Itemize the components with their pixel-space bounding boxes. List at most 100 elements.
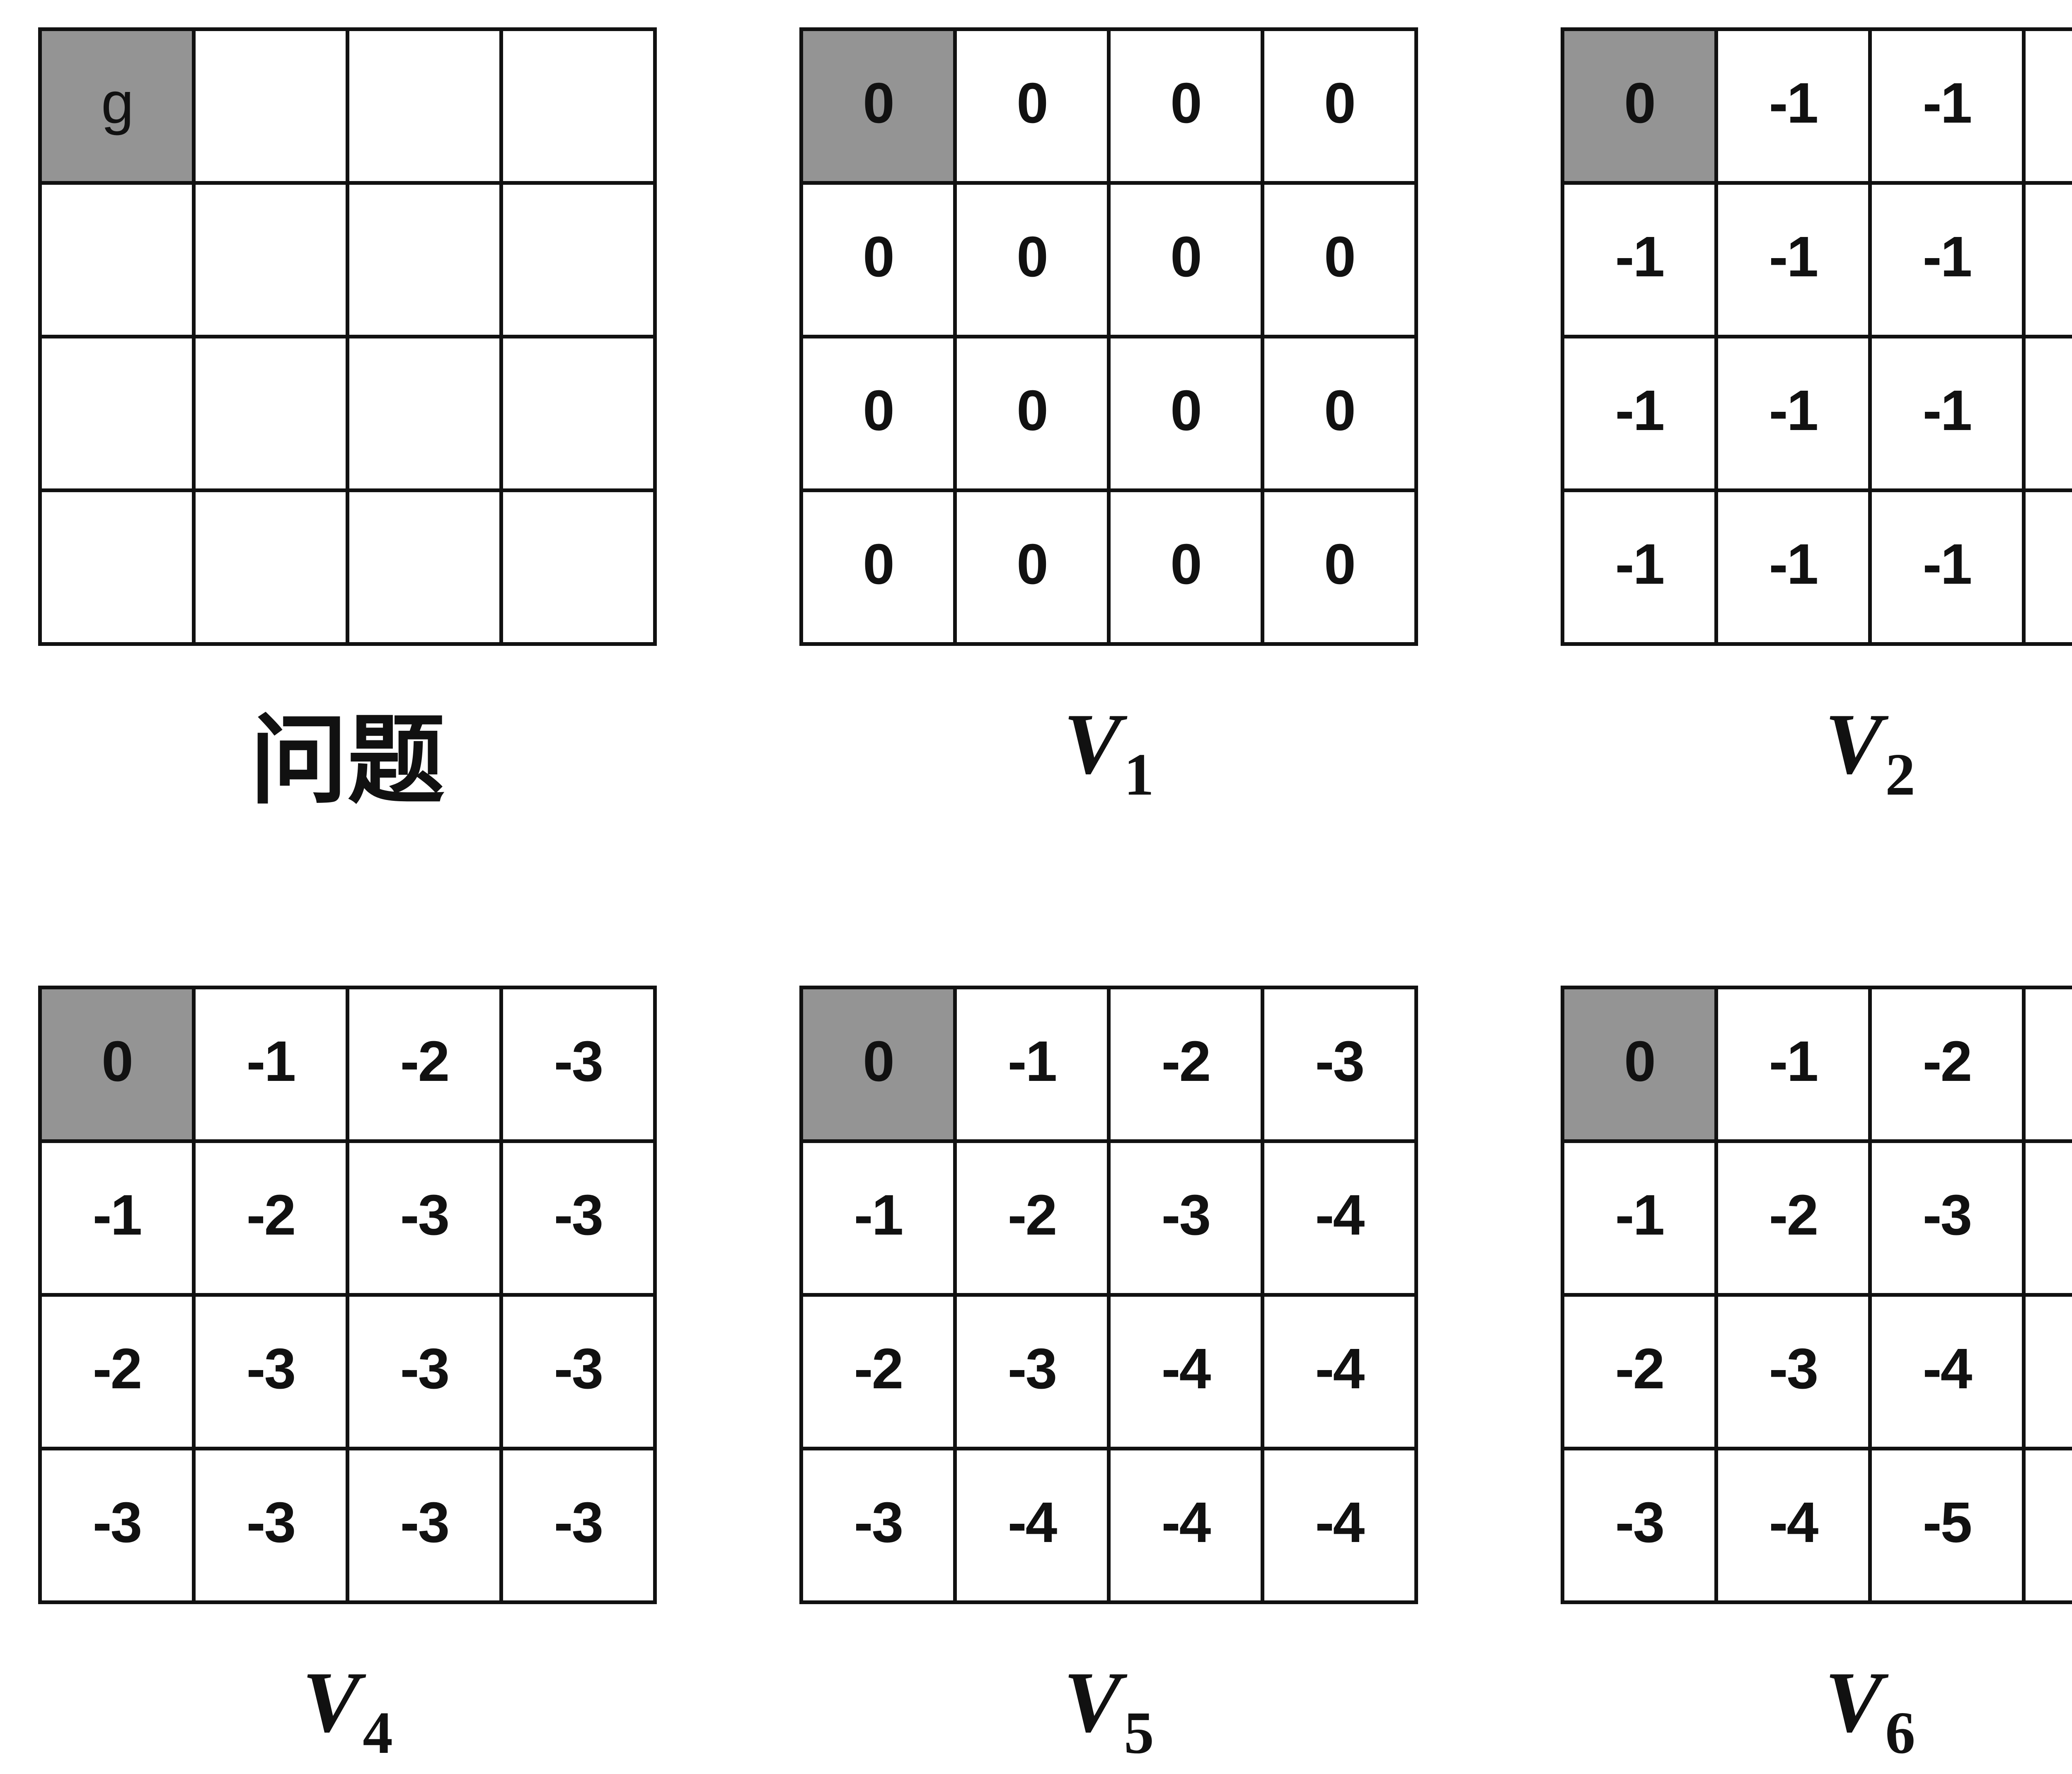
value-grid-V5: 0-1-2-3-1-2-3-4-2-3-4-4-3-4-4-4 — [799, 986, 1418, 1604]
grid-label-problem: 问题 — [250, 687, 445, 816]
grid-label-V4: V4 — [302, 1646, 393, 1774]
grid-label-symbol: V1 — [1063, 696, 1154, 808]
grid-cell-V6-r3c1: -4 — [1718, 1450, 1868, 1600]
grid-cell-V4-r1c0: -1 — [42, 1143, 192, 1293]
grid-label-subscript: 2 — [1885, 741, 1915, 808]
value-grid-V6: 0-1-2-3-1-2-3-4-2-3-4-5-3-4-5-5 — [1561, 986, 2072, 1604]
value-grid-V2: 0-1-1-1-1-1-1-1-1-1-1-1-1-1-1-1 — [1561, 27, 2072, 646]
grid-cell-V6-r0c3: -3 — [2026, 989, 2072, 1139]
grid-cell-V5-r1c3: -4 — [1264, 1143, 1414, 1293]
grid-label-symbol: V2 — [1825, 696, 1915, 808]
grid-cell-problem-r3c2 — [349, 492, 499, 642]
grid-cell-problem-r2c0 — [42, 338, 192, 488]
grid-cell-V4-r1c3: -3 — [503, 1143, 653, 1293]
grid-cell-V2-r2c3: -1 — [2026, 338, 2072, 488]
grid-cell-V1-r2c3: 0 — [1264, 338, 1414, 488]
grid-cell-V2-r1c3: -1 — [2026, 185, 2072, 335]
grid-cell-V5-r2c0: -2 — [803, 1297, 953, 1447]
grid-cell-V1-r2c0: 0 — [803, 338, 953, 488]
grid-cell-V1-r3c3: 0 — [1264, 492, 1414, 642]
grid-cell-V4-r0c3: -3 — [503, 989, 653, 1139]
grid-cell-V4-r0c1: -1 — [196, 989, 346, 1139]
grid-cell-V6-r1c1: -2 — [1718, 1143, 1868, 1293]
grid-cell-V6-r2c2: -4 — [1872, 1297, 2022, 1447]
grid-cell-V2-r3c1: -1 — [1718, 492, 1868, 642]
grid-cell-V2-r1c0: -1 — [1564, 185, 1714, 335]
grid-cell-V5-r0c3: -3 — [1264, 989, 1414, 1139]
grid-cell-V5-r3c0: -3 — [803, 1450, 953, 1600]
grid-label-subscript: 4 — [363, 1699, 393, 1766]
grid-cell-V6-r2c1: -3 — [1718, 1297, 1868, 1447]
grid-cell-V4-r2c3: -3 — [503, 1297, 653, 1447]
grid-cell-V4-r1c2: -3 — [349, 1143, 499, 1293]
grid-cell-V6-r2c0: -2 — [1564, 1297, 1714, 1447]
grid-label-V5: V5 — [1063, 1646, 1154, 1774]
grid-cell-V1-r2c2: 0 — [1111, 338, 1261, 488]
grid-panel-V6: 0-1-2-3-1-2-3-4-2-3-4-5-3-4-5-5V6 — [1561, 986, 2072, 1774]
grid-cell-V5-r1c0: -1 — [803, 1143, 953, 1293]
grid-cell-V4-r0c2: -2 — [349, 989, 499, 1139]
grid-cell-V1-r1c2: 0 — [1111, 185, 1261, 335]
grid-label-symbol: V4 — [302, 1654, 393, 1766]
grid-cell-V2-r0c3: -1 — [2026, 31, 2072, 181]
grid-cell-V5-r1c1: -2 — [957, 1143, 1107, 1293]
grid-label-symbol: V5 — [1063, 1654, 1154, 1766]
grid-cell-problem-r3c1 — [196, 492, 346, 642]
goal-cell-V1: 0 — [803, 31, 953, 181]
grid-cell-problem-r0c1 — [196, 31, 346, 181]
grid-cell-V2-r1c2: -1 — [1872, 185, 2022, 335]
grid-cell-problem-r2c2 — [349, 338, 499, 488]
grid-cell-V1-r2c1: 0 — [957, 338, 1107, 488]
grid-cell-V1-r0c2: 0 — [1111, 31, 1261, 181]
grid-cell-V1-r3c1: 0 — [957, 492, 1107, 642]
grid-cell-V1-r3c2: 0 — [1111, 492, 1261, 642]
grid-cell-V2-r3c3: -1 — [2026, 492, 2072, 642]
goal-cell-V4: 0 — [42, 989, 192, 1139]
goal-cell-V6: 0 — [1564, 989, 1714, 1139]
grid-cell-problem-r1c1 — [196, 185, 346, 335]
grid-label-text: 问题 — [250, 707, 445, 815]
grid-cell-V2-r2c0: -1 — [1564, 338, 1714, 488]
grid-cell-V6-r1c2: -3 — [1872, 1143, 2022, 1293]
grid-cell-problem-r2c1 — [196, 338, 346, 488]
grid-cell-V5-r2c3: -4 — [1264, 1297, 1414, 1447]
grid-cell-V6-r1c0: -1 — [1564, 1143, 1714, 1293]
grid-label-subscript: 1 — [1124, 741, 1154, 808]
grid-cell-problem-r1c0 — [42, 185, 192, 335]
goal-cell-V2: 0 — [1564, 31, 1714, 181]
grid-cell-V1-r1c0: 0 — [803, 185, 953, 335]
grid-cell-problem-r3c0 — [42, 492, 192, 642]
grid-cell-V5-r0c1: -1 — [957, 989, 1107, 1139]
grid-cell-V1-r1c1: 0 — [957, 185, 1107, 335]
grid-cell-problem-r3c3 — [503, 492, 653, 642]
grid-cell-V5-r2c1: -3 — [957, 1297, 1107, 1447]
grid-cell-V5-r3c1: -4 — [957, 1450, 1107, 1600]
grid-panel-V2: 0-1-1-1-1-1-1-1-1-1-1-1-1-1-1-1V2 — [1561, 27, 2072, 816]
grid-cell-V2-r3c0: -1 — [1564, 492, 1714, 642]
grid-label-subscript: 6 — [1885, 1699, 1915, 1766]
grid-cell-V6-r3c2: -5 — [1872, 1450, 2022, 1600]
grid-cell-V1-r0c1: 0 — [957, 31, 1107, 181]
value-grid-problem: g — [38, 27, 657, 646]
grid-cell-V1-r3c0: 0 — [803, 492, 953, 642]
grid-cell-V4-r3c3: -3 — [503, 1450, 653, 1600]
grid-cell-V5-r3c3: -4 — [1264, 1450, 1414, 1600]
grid-cell-V1-r1c3: 0 — [1264, 185, 1414, 335]
grid-cell-problem-r0c3 — [503, 31, 653, 181]
grid-cell-V2-r2c2: -1 — [1872, 338, 2022, 488]
goal-cell-V5: 0 — [803, 989, 953, 1139]
grid-label-symbol: V6 — [1825, 1654, 1915, 1766]
grid-cell-V1-r0c3: 0 — [1264, 31, 1414, 181]
grid-cell-V6-r0c2: -2 — [1872, 989, 2022, 1139]
grid-cell-V4-r1c1: -2 — [196, 1143, 346, 1293]
grid-cell-problem-r1c3 — [503, 185, 653, 335]
grid-label-V2: V2 — [1825, 687, 1915, 816]
grid-cell-V5-r0c2: -2 — [1111, 989, 1261, 1139]
grid-cell-V2-r3c2: -1 — [1872, 492, 2022, 642]
